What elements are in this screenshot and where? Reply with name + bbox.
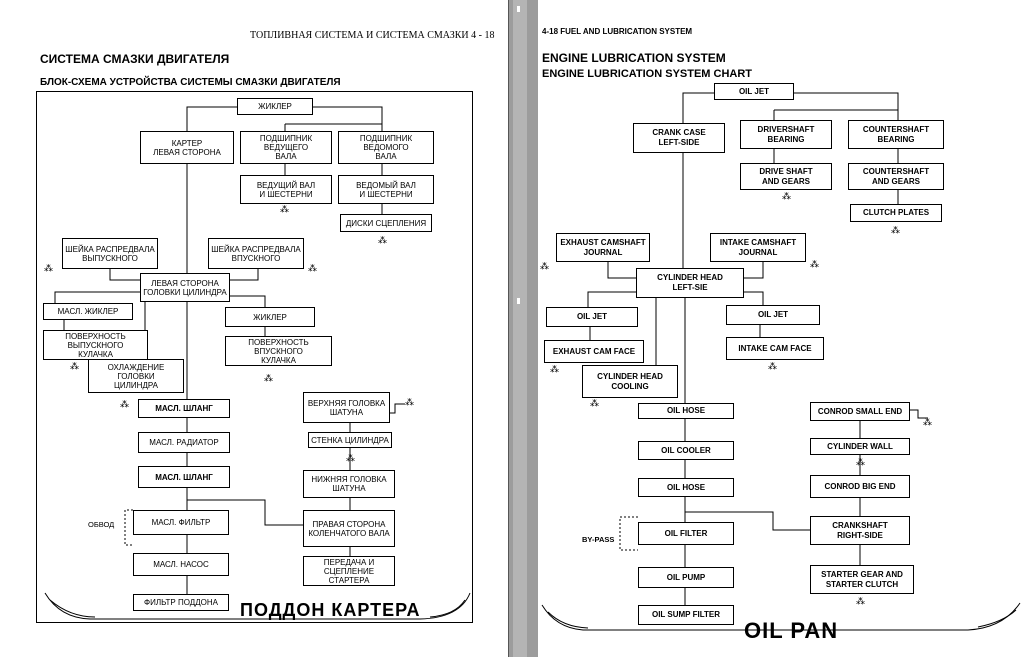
right-subtitle: ENGINE LUBRICATION SYSTEM CHART — [542, 68, 753, 80]
right-running-head: 4-18 FUEL AND LUBRICATION SYSTEM — [542, 27, 693, 36]
left-box-drive-shaft-gears: ВЕДУЩИЙ ВАЛ И ШЕСТЕРНИ — [240, 175, 332, 204]
left-running-head: ТОПЛИВНАЯ СИСТЕМА И СИСТЕМА СМАЗКИ 4 - 1… — [250, 30, 495, 41]
left-box-driveshaft-bearing: ПОДШИПНИК ВЕДУЩЕГО ВАЛА — [240, 131, 332, 164]
oil-drip-icon: ⁂ — [540, 261, 549, 271]
left-box-oil-sump-filter: ФИЛЬТР ПОДДОНА — [133, 594, 229, 611]
left-box-intake-cam-face: ПОВЕРХНОСТЬ ВПУСКНОГО КУЛАЧКА — [225, 336, 332, 366]
left-connector-lines — [44, 106, 471, 620]
right-box-drive-shaft-gears: DRIVE SHAFT AND GEARS — [740, 163, 832, 190]
right-bypass-label: BY-PASS — [582, 535, 615, 544]
right-pan-label: OIL PAN — [744, 618, 839, 643]
left-bypass-label: ОБВОД — [88, 520, 115, 529]
oil-drip-icon: ⁂ — [120, 399, 129, 409]
left-box-starter-gear: ПЕРЕДАЧА И СЦЕПЛЕНИЕ СТАРТЕРА — [303, 556, 395, 586]
left-box-oil-jet: ЖИКЛЕР — [237, 98, 313, 115]
right-box-conrod-big-end: CONROD BIG END — [810, 475, 910, 498]
right-box-intake-cam-face: INTAKE CAM FACE — [726, 337, 824, 360]
oil-drip-icon: ⁂ — [590, 398, 599, 408]
left-chart-frame — [36, 91, 473, 623]
oil-drip-icon: ⁂ — [70, 361, 79, 371]
left-box-oil-jet-exhaust: МАСЛ. ЖИКЛЕР — [43, 303, 133, 320]
right-box-clutch-plates: CLUTCH PLATES — [850, 204, 942, 222]
right-box-oil-jet-intake: OIL JET — [726, 305, 820, 325]
oil-drip-icon: ⁂ — [856, 457, 865, 467]
oil-drip-icon: ⁂ — [891, 225, 900, 235]
oil-drip-icon: ⁂ — [550, 364, 559, 374]
left-box-clutch-plates: ДИСКИ СЦЕПЛЕНИЯ — [340, 214, 432, 232]
left-title: СИСТЕМА СМАЗКИ ДВИГАТЕЛЯ — [40, 52, 230, 66]
right-box-cylinder-head-cooling: CYLINDER HEAD COOLING — [582, 365, 678, 398]
left-subtitle: БЛОК-СХЕМА УСТРОЙСТВА СИСТЕМЫ СМАЗКИ ДВИ… — [40, 77, 341, 88]
oil-drip-icon: ⁂ — [264, 373, 273, 383]
right-box-cylinder-head-left: CYLINDER HEAD LEFT-SIE — [636, 268, 744, 298]
left-box-exhaust-cam-face: ПОВЕРХНОСТЬ ВЫПУСКНОГО КУЛАЧКА — [43, 330, 148, 360]
right-box-crankcase-left: CRANK CASE LEFT-SIDE — [633, 123, 725, 153]
left-box-crankshaft-right: ПРАВАЯ СТОРОНА КОЛЕНЧАТОГО ВАЛА — [303, 510, 395, 547]
left-box-oil-jet-intake: ЖИКЛЕР — [225, 307, 315, 327]
right-box-oil-jet: OIL JET — [714, 83, 794, 100]
left-document-page: ТОПЛИВНАЯ СИСТЕМА И СИСТЕМА СМАЗКИ 4 - 1… — [0, 0, 509, 657]
right-title: ENGINE LUBRICATION SYSTEM — [542, 51, 726, 65]
vertical-scrollbar[interactable] — [513, 0, 527, 657]
right-box-oil-cooler: OIL COOLER — [638, 441, 734, 460]
left-box-exhaust-cam-journal: ШЕЙКА РАСПРЕДВАЛА ВЫПУСКНОГО — [62, 238, 158, 269]
left-box-oil-cooler: МАСЛ. РАДИАТОР — [138, 432, 230, 453]
right-box-starter-gear: STARTER GEAR AND STARTER CLUTCH — [810, 565, 914, 594]
oil-drip-icon: ⁂ — [308, 263, 317, 273]
right-box-driveshaft-bearing: DRIVERSHAFT BEARING — [740, 120, 832, 149]
left-box-oil-filter: МАСЛ. ФИЛЬТР — [133, 510, 229, 535]
right-box-cylinder-wall: CYLINDER WALL — [810, 438, 910, 455]
right-document-page: 4-18 FUEL AND LUBRICATION SYSTEM ENGINE … — [538, 0, 1024, 657]
right-box-crankshaft-right: CRANKSHAFT RIGHT-SIDE — [810, 516, 910, 545]
left-box-crankcase-left: КАРТЕР ЛЕВАЯ СТОРОНА — [140, 131, 234, 164]
right-box-countershaft-bearing: COUNTERSHAFT BEARING — [848, 120, 944, 149]
oil-drip-icon: ⁂ — [280, 204, 289, 214]
left-box-countershaft-bearing: ПОДШИПНИК ВЕДОМОГО ВАЛА — [338, 131, 434, 164]
scrollbar-thumb-grip-icon[interactable] — [517, 298, 520, 304]
right-box-oil-pump: OIL PUMP — [638, 567, 734, 588]
left-box-oil-hose-lower: МАСЛ. ШЛАНГ — [138, 466, 230, 488]
scrollbar-arrow-up-icon[interactable] — [517, 6, 520, 12]
right-box-conrod-small-end: CONROD SMALL END — [810, 402, 910, 421]
left-box-conrod-big-end: НИЖНЯЯ ГОЛОВКА ШАТУНА — [303, 470, 395, 498]
right-box-oil-filter: OIL FILTER — [638, 522, 734, 545]
left-box-intake-cam-journal: ШЕЙКА РАСПРЕДВАЛА ВПУСКНОГО — [208, 238, 304, 269]
left-box-cylinder-head-left: ЛЕВАЯ СТОРОНА ГОЛОВКИ ЦИЛИНДРА — [140, 273, 230, 302]
left-box-cylinder-head-cooling: ОХЛАЖДЕНИЕ ГОЛОВКИ ЦИЛИНДРА — [88, 359, 184, 393]
right-box-oil-jet-exhaust: OIL JET — [546, 307, 638, 327]
left-box-conrod-small-end: ВЕРХНЯЯ ГОЛОВКА ШАТУНА — [303, 392, 390, 423]
left-box-oil-hose-upper: МАСЛ. ШЛАНГ — [138, 399, 230, 418]
oil-drip-icon: ⁂ — [856, 596, 865, 606]
right-box-countershaft-gears: COUNTERSHAFT AND GEARS — [848, 163, 944, 190]
right-box-intake-cam-journal: INTAKE CAMSHAFT JOURNAL — [710, 233, 806, 262]
right-box-exhaust-cam-journal: EXHAUST CAMSHAFT JOURNAL — [556, 233, 650, 262]
oil-drip-icon: ⁂ — [44, 263, 53, 273]
oil-drip-icon: ⁂ — [782, 191, 791, 201]
oil-drip-icon: ⁂ — [346, 453, 355, 463]
left-box-oil-pump: МАСЛ. НАСОС — [133, 553, 229, 576]
oil-drip-icon: ⁂ — [405, 397, 414, 407]
right-connector-lines — [541, 92, 1021, 631]
left-box-countershaft-gears: ВЕДОМЫЙ ВАЛ И ШЕСТЕРНИ — [338, 175, 434, 204]
oil-drip-icon: ⁂ — [768, 361, 777, 371]
right-box-oil-sump-filter: OIL SUMP FILTER — [638, 605, 734, 625]
oil-drip-icon: ⁂ — [810, 259, 819, 269]
right-box-exhaust-cam-face: EXHAUST CAM FACE — [544, 340, 644, 363]
oil-drip-icon: ⁂ — [378, 235, 387, 245]
left-pan-label: ПОДДОН КАРТЕРА — [240, 600, 421, 620]
right-box-oil-hose-lower: OIL HOSE — [638, 478, 734, 497]
right-box-oil-hose-upper: OIL HOSE — [638, 403, 734, 419]
left-box-cylinder-wall: СТЕНКА ЦИЛИНДРА — [308, 432, 392, 448]
oil-drip-icon: ⁂ — [923, 417, 932, 427]
